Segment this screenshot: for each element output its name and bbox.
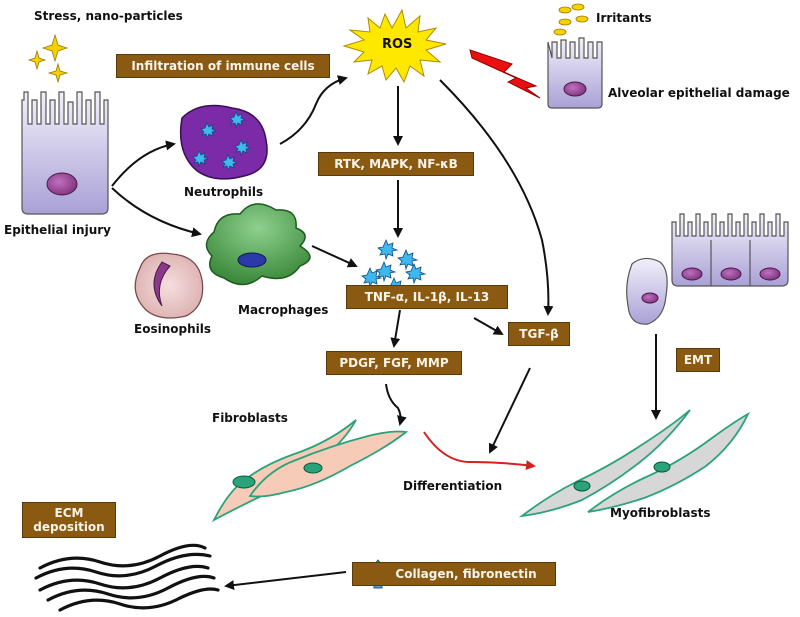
ecm-fibers-icon — [34, 543, 220, 612]
irritants-dots-icon — [553, 3, 589, 36]
fibroblast-cells-icon — [211, 419, 409, 523]
macrophages-label: Macrophages — [238, 303, 329, 317]
cytokines-box: TNF-α, IL-1β, IL-13 — [346, 285, 508, 309]
ecm-deposition-box: ECM deposition — [22, 502, 116, 538]
epithelial-row-icon — [671, 213, 789, 287]
lightning-icon — [469, 49, 541, 99]
ecm-line-1: ECM — [54, 506, 84, 520]
alveolar-damage-label: Alveolar epithelial damage — [608, 86, 790, 100]
fibroblasts-label: Fibroblasts — [212, 411, 288, 425]
stress-stars-icon — [27, 33, 69, 84]
ecm-line-2: deposition — [33, 520, 105, 534]
differentiation-label: Differentiation — [403, 479, 503, 493]
signaling-box: RTK, MAPK, NF-κB — [318, 152, 474, 176]
emt-box: EMT — [676, 348, 720, 372]
stress-label: Stress, nano-particles — [34, 9, 183, 23]
epithelial-injury-label: Epithelial injury — [4, 223, 111, 237]
macrophage-cell-icon — [205, 203, 311, 286]
collagen-box: Collagen, fibronectin — [352, 562, 556, 586]
ros-label: ROS — [382, 37, 413, 52]
cytokine-particles-icon — [361, 238, 427, 299]
eosinophils-label: Eosinophils — [134, 322, 211, 336]
growth-factors-box: PDGF, FGF, MMP — [326, 351, 462, 375]
neutrophil-cell-icon — [179, 104, 268, 180]
ros-burst-icon — [342, 8, 447, 84]
myofibroblast-cells-icon — [518, 409, 751, 518]
irritants-label: Irritants — [596, 11, 652, 25]
myofibroblasts-label: Myofibroblasts — [610, 506, 711, 520]
tgf-beta-box: TGF-β — [508, 322, 570, 346]
epithelial-cell-icon — [21, 91, 109, 215]
differentiation-arrow — [423, 431, 536, 471]
neutrophils-label: Neutrophils — [184, 185, 264, 199]
transitioning-cell-icon — [626, 257, 668, 325]
pathway-arrows — [111, 75, 661, 591]
eosinophil-cell-icon — [134, 252, 204, 319]
infiltration-box: Infiltration of immune cells — [116, 54, 330, 78]
alveolar-cell-icon — [547, 37, 603, 109]
